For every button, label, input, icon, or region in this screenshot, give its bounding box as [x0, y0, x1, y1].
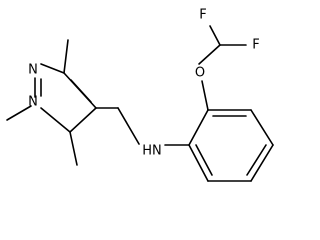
- bond-b2-o: [201, 80, 209, 111]
- atom-labels: F F O N N HN: [28, 8, 260, 159]
- bond-b3-b4: [250, 109, 274, 146]
- structural-formula: F F O N N HN: [6, 8, 274, 182]
- atom-o: O: [195, 66, 205, 81]
- atom-f1: F: [199, 8, 206, 23]
- bond-n1-methyl: [6, 105, 32, 121]
- bond-n2-c3: [40, 63, 65, 74]
- atom-n1: N: [28, 95, 38, 110]
- bond-b1-b2: [188, 109, 209, 146]
- atom-n2: N: [28, 63, 38, 78]
- bond-c5-n1: [40, 107, 71, 133]
- bond-chf2-f1: [209, 25, 221, 46]
- bond-b6-b1-inner: [195, 144, 213, 176]
- bond-o-chf2: [198, 44, 221, 65]
- bond-b4-b5-inner: [246, 144, 267, 176]
- atom-f2: F: [252, 38, 259, 53]
- atom-nh: HN: [142, 144, 162, 159]
- bond-b6-b1: [188, 144, 209, 182]
- bonds: [6, 25, 274, 182]
- bond-c3-c4-inner: [70, 79, 92, 103]
- bond-ch2-nh: [117, 107, 140, 145]
- bond-c4-c5: [69, 107, 97, 133]
- bond-b4-b5: [250, 144, 274, 182]
- bond-c5-methyl: [69, 131, 78, 166]
- bond-c3-methyl: [63, 39, 69, 74]
